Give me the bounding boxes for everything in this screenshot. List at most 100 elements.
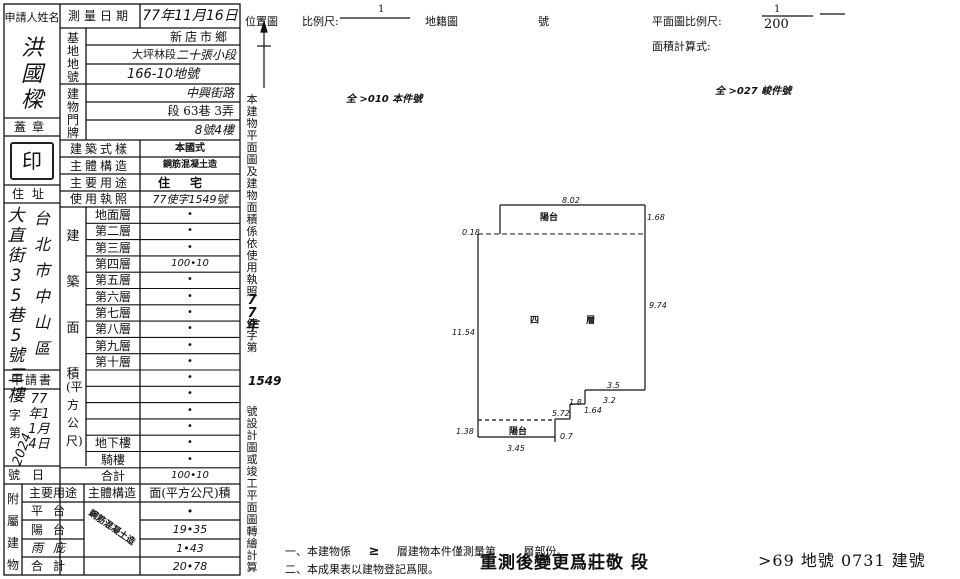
floor-area-value: 100•10 bbox=[171, 469, 209, 481]
structure-label: 主體構造 bbox=[69, 158, 130, 173]
room-balcony-top: 陽台 bbox=[540, 213, 559, 223]
address-value-2: 台北市中山區 bbox=[33, 209, 50, 358]
survey-date-label: 測量日期 bbox=[67, 9, 132, 23]
structure-value: 鋼筋混凝土造 bbox=[162, 160, 217, 170]
dim-small-a: 3.5 bbox=[607, 381, 620, 390]
annex-area: 19•35 bbox=[172, 523, 208, 536]
floor-name: 騎樓 bbox=[100, 452, 125, 467]
cadastral-map-label: 地籍圖 bbox=[425, 15, 458, 28]
application-date: 77年11月4日 bbox=[28, 392, 50, 452]
floor-name: 第二層 bbox=[94, 224, 131, 239]
permit-no-hand: 1549 bbox=[248, 374, 282, 388]
application-label: 申請書 bbox=[10, 372, 53, 387]
dim-right: 9.74 bbox=[649, 301, 667, 310]
floor-name: 第三層 bbox=[94, 240, 131, 255]
area-calc-label: 面積計算式: bbox=[652, 40, 711, 53]
floor-name bbox=[86, 386, 140, 402]
section-name: 大坪林段 bbox=[131, 48, 176, 61]
room-main: 四 層 bbox=[530, 316, 618, 326]
annex-use: 雨庇 bbox=[30, 541, 75, 555]
floor-area-value: 100•10 bbox=[171, 258, 209, 270]
scale-label: 比例尺: bbox=[302, 15, 339, 28]
footnote-2-lot: >69 地號 0731 建號 bbox=[758, 551, 926, 570]
style-label: 建築式樣 bbox=[69, 141, 130, 156]
vertical-note-3: 號設計圖或竣工平面圖轉繪計算 bbox=[246, 405, 258, 574]
floor-plan-scale-label: 平面圖比例尺: bbox=[652, 15, 722, 28]
house-floor: 8號4樓 bbox=[194, 123, 234, 137]
permit-value: 77使字1549號 bbox=[152, 192, 228, 206]
floor-plan-scale-numerator: 1 bbox=[774, 4, 781, 15]
footnote-1-mid: 層建物本件僅測量第 bbox=[396, 545, 496, 558]
floor-name bbox=[86, 370, 140, 386]
annex-area: 1•43 bbox=[176, 541, 204, 555]
footnote-1-hand: ≥ bbox=[368, 544, 380, 559]
ref-right: 全 >027 峻件號 bbox=[715, 86, 792, 97]
annex-header-use: 主要用途 bbox=[28, 486, 77, 500]
survey-date-value: 77年11月16日 bbox=[142, 8, 238, 24]
location-map-label: 位置圖 bbox=[245, 15, 278, 28]
address-value: 大直街35巷5號三樓 bbox=[7, 206, 25, 406]
area-group-label: 建築面積 bbox=[66, 229, 80, 382]
floor-area-value: • bbox=[187, 241, 193, 253]
floor-name: 第九層 bbox=[94, 338, 131, 353]
floor-name: 第七層 bbox=[94, 305, 131, 320]
footnote-1-post: 層部份。 bbox=[523, 545, 568, 558]
dim-small-d: 3.2 bbox=[603, 396, 616, 405]
floor-area-value: • bbox=[187, 274, 193, 286]
floor-name bbox=[86, 419, 140, 435]
floor-area-value: • bbox=[187, 421, 193, 433]
dim-left: 11.54 bbox=[452, 328, 475, 337]
floor-area-value: • bbox=[187, 209, 193, 221]
permit-label: 使用執照 bbox=[69, 192, 130, 206]
floor-name: 第四層 bbox=[94, 257, 131, 272]
footnote-1: 一、本建物係 ≥ 層建物本件僅測量第 層部份。 bbox=[285, 543, 567, 559]
annex-area: 20•78 bbox=[172, 559, 208, 573]
footnote-1-pre: 一、本建物係 bbox=[285, 545, 351, 558]
dim-small-c: 5.72 bbox=[552, 409, 570, 418]
address-label: 住址 bbox=[11, 187, 52, 201]
number-date-label: 號日 bbox=[7, 468, 56, 482]
vertical-note-2: 使字第 bbox=[246, 317, 258, 354]
floor-name: 第六層 bbox=[94, 289, 131, 304]
annex-header-structure: 主體構造 bbox=[87, 486, 136, 500]
annex-use: 平台 bbox=[30, 504, 75, 518]
annex-header-area: 面(平方公尺)積 bbox=[149, 486, 231, 500]
seal-stamp: 印 bbox=[10, 142, 54, 180]
use-label: 主要用途 bbox=[69, 175, 130, 190]
area-unit-label: (平方公尺) bbox=[66, 380, 83, 448]
use-value: 住宅 bbox=[157, 175, 222, 190]
vertical-note-1: 本建物平面圖及建物面積係依使用執照 bbox=[246, 93, 258, 298]
floor-area-value: • bbox=[187, 404, 193, 416]
lane: 段 63巷 3弄 bbox=[167, 104, 234, 118]
door-label: 建物門牌 bbox=[66, 87, 79, 140]
floor-area-value: • bbox=[187, 225, 193, 237]
form-grid bbox=[3, 3, 241, 576]
dim-bottom: 3.45 bbox=[507, 444, 525, 453]
section: 大坪林段二十張小段 bbox=[86, 45, 240, 64]
application-mark: 字第 bbox=[8, 408, 21, 440]
seal-label: 蓋章 bbox=[13, 120, 50, 134]
floor-name bbox=[86, 403, 140, 419]
plan-drawing bbox=[257, 13, 845, 442]
scale-value: 1 bbox=[378, 4, 385, 15]
annex-area: • bbox=[186, 504, 194, 518]
floor-area-value: • bbox=[187, 437, 193, 449]
floor-area-value: • bbox=[187, 372, 193, 384]
dim-small-b: 1.8 bbox=[569, 398, 582, 407]
floor-name: 第五層 bbox=[94, 273, 131, 288]
dim-top: 8.02 bbox=[562, 196, 580, 205]
dim-left-top: 0.18 bbox=[462, 228, 480, 237]
floor-name: 地面層 bbox=[94, 208, 131, 223]
annex-use: 合計 bbox=[30, 559, 75, 573]
floor-name: 第十層 bbox=[94, 354, 131, 369]
permit-year-hand: 77年 bbox=[245, 293, 259, 334]
applicant-label: 申請人姓名 bbox=[4, 11, 60, 24]
dim-bottom-right: 0.7 bbox=[560, 432, 573, 441]
map-number-label: 號 bbox=[538, 15, 549, 28]
floor-name: 第八層 bbox=[94, 322, 131, 337]
footnote-2: 二、本成果表以建物登記爲限。 bbox=[285, 563, 439, 576]
dim-right-top: 1.68 bbox=[647, 213, 665, 222]
floor-plan-scale-denominator: 200 bbox=[764, 17, 789, 32]
floor-area-value: • bbox=[187, 453, 193, 465]
